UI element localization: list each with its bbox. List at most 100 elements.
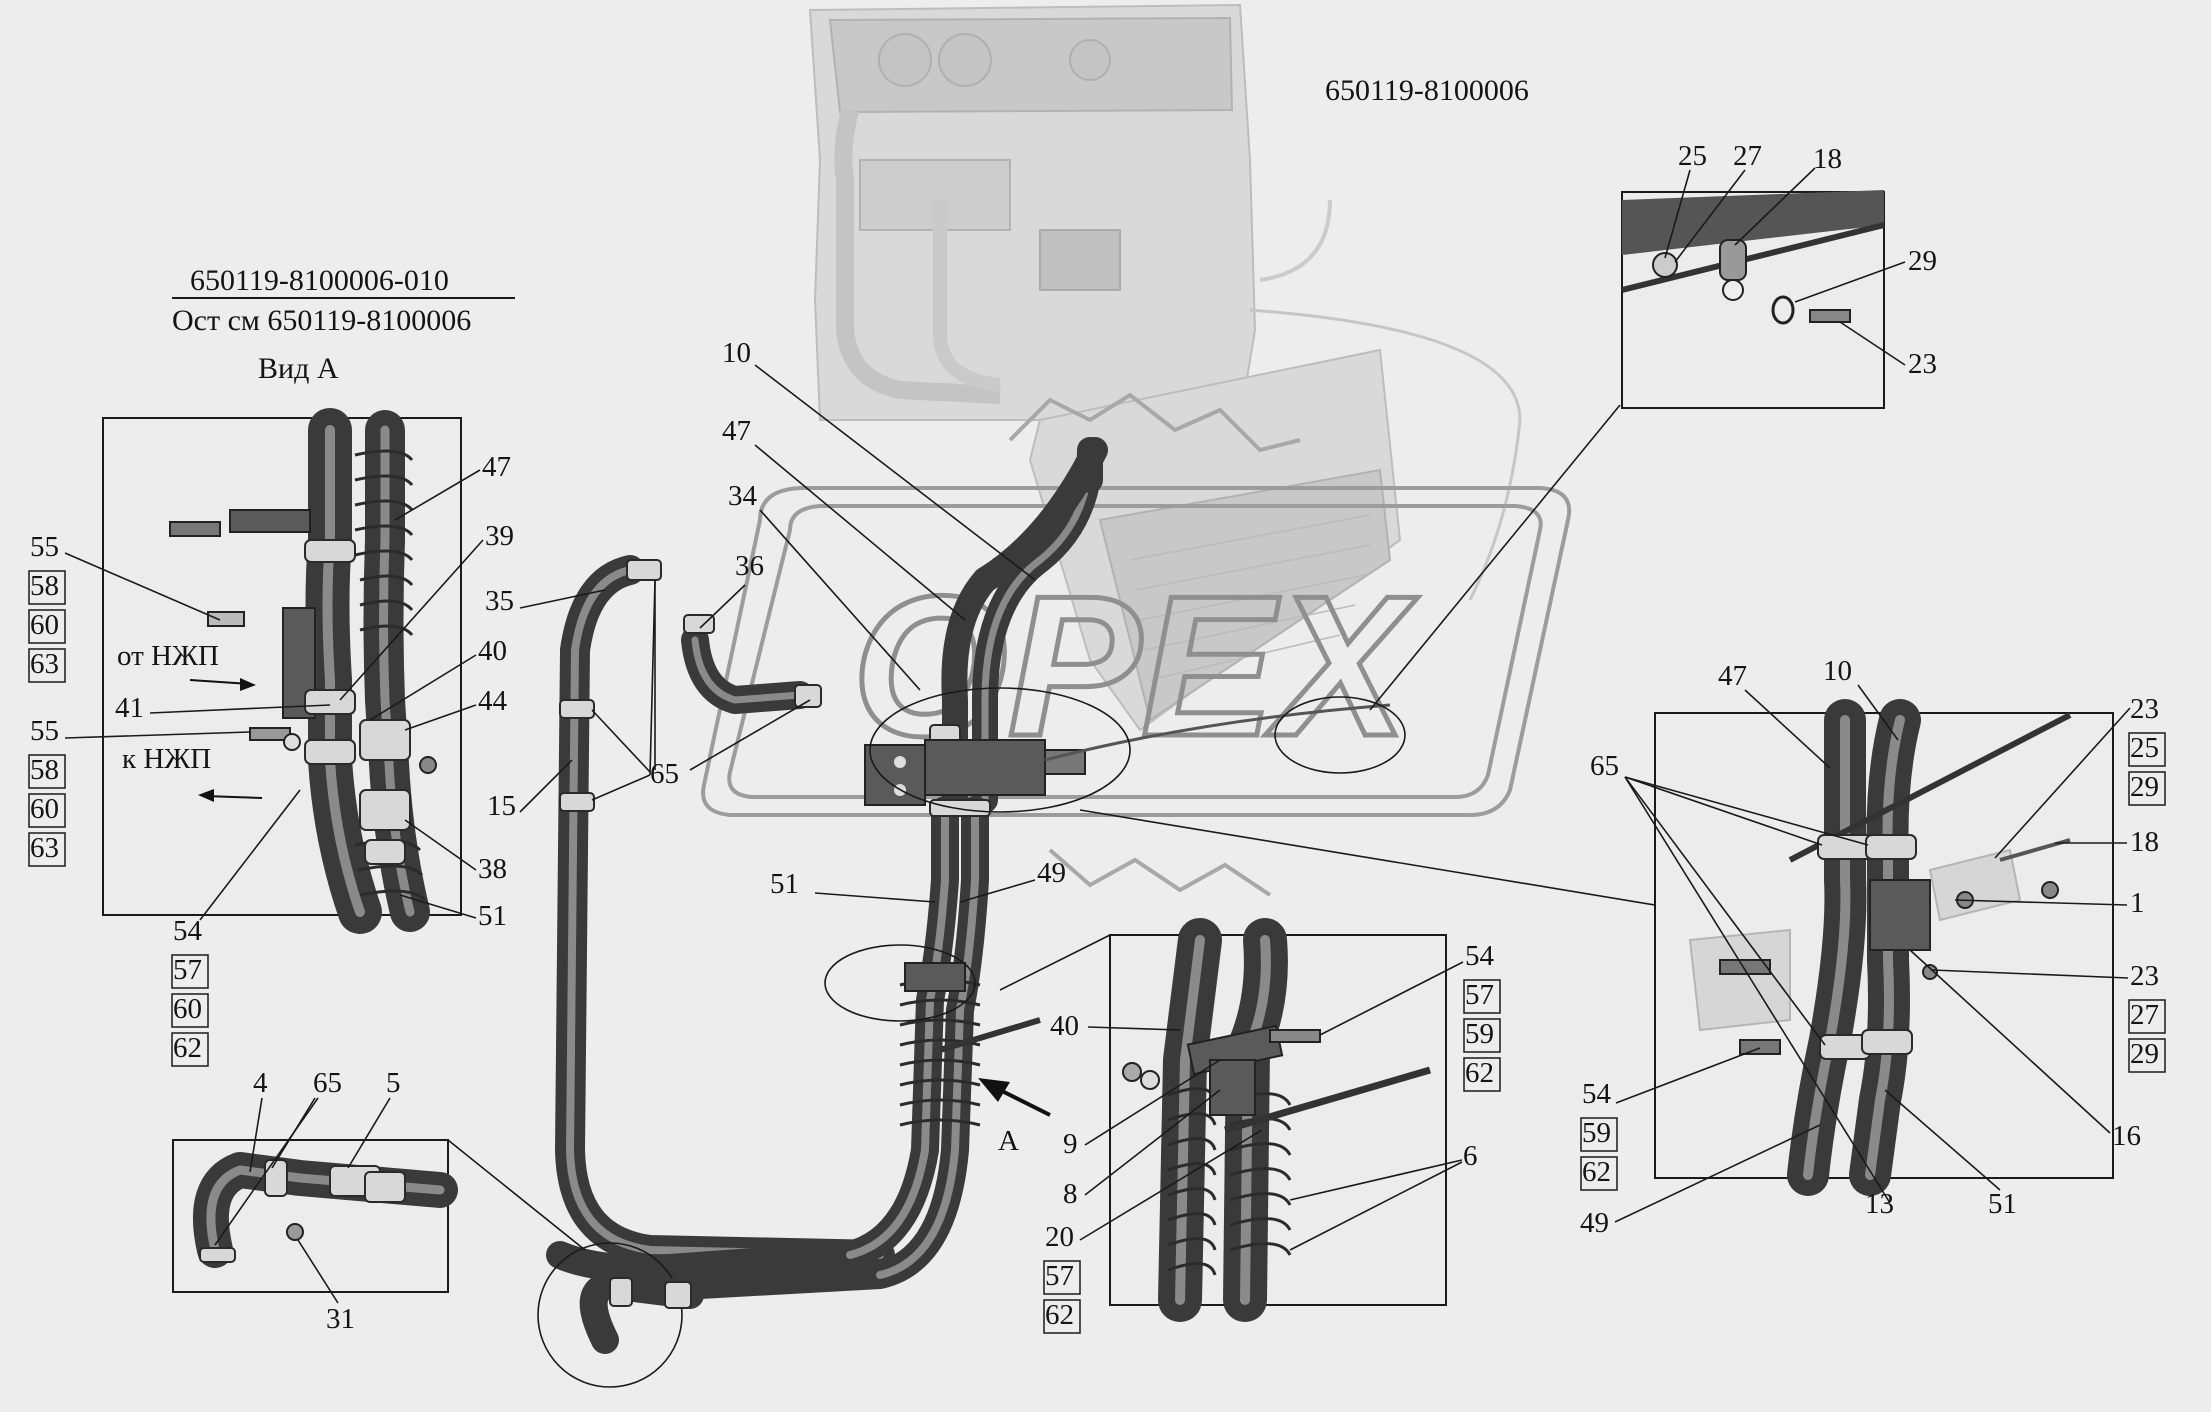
- callout-10: 10: [722, 337, 751, 369]
- svg-text:59: 59: [1582, 1117, 1611, 1149]
- callout-dc-8: 8: [1063, 1178, 1078, 1210]
- callout-49: 49: [1037, 857, 1066, 889]
- callout-dr-49: 49: [1580, 1207, 1609, 1239]
- svg-text:25: 25: [2130, 732, 2159, 764]
- svg-text:27: 27: [2130, 999, 2159, 1031]
- leader-to-detail-clamp: [999, 934, 1111, 991]
- callout-dr-65: 65: [1590, 750, 1619, 782]
- callout-dr-18: 18: [2130, 826, 2159, 858]
- svg-text:60: 60: [30, 793, 59, 825]
- svg-text:62: 62: [1045, 1299, 1074, 1331]
- svg-text:58: 58: [30, 754, 59, 786]
- svg-text:62: 62: [1582, 1156, 1611, 1188]
- view-arrow-letter: А: [998, 1125, 1019, 1157]
- callout-dt-29: 29: [1908, 245, 1937, 277]
- tie-strap: [939, 1017, 1041, 1053]
- svg-text:57: 57: [1045, 1260, 1074, 1292]
- main-hose-assembly: [546, 437, 1391, 1299]
- detail-clamp-panel: 40 9 8 6 54 57 59 62 20 57 62: [1043, 918, 1501, 1334]
- stack-dc-top: 54 57 59 62: [1319, 940, 1501, 1092]
- control-cable: [1044, 703, 1391, 762]
- detail-right-panel: 47 10 65 18 1 16 13 51 49 23 25 29 23 27: [1580, 655, 2166, 1239]
- svg-text:55: 55: [30, 715, 59, 747]
- hose-clamp: [559, 792, 595, 812]
- hose-clamp: [559, 699, 595, 719]
- callout-dr-13: 13: [1865, 1188, 1894, 1220]
- callout-dc-40: 40: [1050, 1010, 1079, 1042]
- callout-dr-16: 16: [2112, 1120, 2141, 1152]
- svg-text:29: 29: [2130, 1038, 2159, 1070]
- view-a-panel: от НЖП к НЖП 47 39 40 44 41 38 51 55 58 …: [28, 408, 514, 1067]
- stack-dr-bottom: 54 59 62: [1580, 1047, 1761, 1191]
- svg-text:20: 20: [1045, 1221, 1074, 1253]
- hose-clamp: [794, 684, 822, 708]
- callout-va-40: 40: [478, 635, 507, 667]
- callout-db-5: 5: [386, 1067, 401, 1099]
- callout-36: 36: [735, 550, 764, 582]
- stack-view-a-bolt-low: 54 57 60 62: [171, 789, 301, 1067]
- callout-47: 47: [722, 415, 751, 447]
- stack-dr-mid: 23 27 29: [1931, 960, 2166, 1073]
- callout-dr-47: 47: [1718, 660, 1747, 692]
- callout-va-38: 38: [478, 853, 507, 885]
- clamp-bracket: [904, 962, 966, 992]
- svg-text:54: 54: [173, 915, 203, 947]
- callout-db-4: 4: [253, 1067, 268, 1099]
- hose-clamp: [626, 559, 662, 581]
- callout-dr-10: 10: [1823, 655, 1852, 687]
- detail-top-panel: 25 27 18 29 23: [1621, 140, 1937, 409]
- leader-to-detail-bottom: [447, 1139, 586, 1251]
- stack-view-a-bolt-top: 55 58 60 63: [28, 531, 221, 683]
- svg-text:63: 63: [30, 832, 59, 864]
- callout-dt-18: 18: [1813, 143, 1842, 175]
- callout-15: 15: [487, 790, 516, 822]
- callout-va-51: 51: [478, 900, 507, 932]
- svg-text:57: 57: [173, 954, 202, 986]
- detail-marker-cable: [1274, 696, 1406, 774]
- callout-db-31: 31: [326, 1303, 355, 1335]
- callout-va-39: 39: [485, 520, 514, 552]
- hose-clamp: [929, 799, 991, 817]
- svg-text:23: 23: [2130, 960, 2159, 992]
- stack-view-a-bolt-mid: 55 58 60 63: [28, 715, 251, 867]
- svg-text:58: 58: [30, 570, 59, 602]
- callout-35: 35: [485, 585, 514, 617]
- hose-clamp: [683, 614, 715, 634]
- callout-va-44: 44: [478, 685, 508, 717]
- assembly-number: 650119-8100006: [1325, 74, 1529, 107]
- stack-dr-top: 23 25 29: [1994, 693, 2166, 859]
- svg-text:60: 60: [173, 993, 202, 1025]
- view-arrow-a: А: [978, 1078, 1051, 1157]
- callout-dr-51: 51: [1988, 1188, 2017, 1220]
- callout-34: 34: [728, 480, 758, 512]
- callout-va-47: 47: [482, 451, 511, 483]
- ghost-heater-unit: [808, 3, 1522, 732]
- main-callouts: 10 47 34 36 35 15 65 51 49: [485, 337, 1066, 903]
- callout-dt-23: 23: [1908, 348, 1937, 380]
- label-to-pump: к НЖП: [122, 743, 211, 775]
- callout-dc-9: 9: [1063, 1128, 1078, 1160]
- callout-dt-27: 27: [1733, 140, 1762, 172]
- svg-text:23: 23: [2130, 693, 2159, 725]
- svg-text:63: 63: [30, 648, 59, 680]
- valve-block: [864, 739, 1086, 806]
- callout-dt-25: 25: [1678, 140, 1707, 172]
- detail-bottom-panel: 4 65 5 31: [172, 1067, 704, 1354]
- callout-dc-6: 6: [1463, 1140, 1478, 1172]
- svg-text:60: 60: [30, 609, 59, 641]
- view-label: Вид А: [258, 352, 339, 385]
- callout-51: 51: [770, 868, 799, 900]
- callout-va-41: 41: [115, 692, 144, 724]
- variant-number: 650119-8100006-010: [190, 264, 449, 297]
- svg-text:62: 62: [173, 1032, 202, 1064]
- leader-to-detail-top: [1369, 404, 1621, 711]
- leader-to-detail-right: [1079, 809, 1656, 906]
- stack-dc-bottom: 20 57 62: [1043, 1129, 1263, 1334]
- svg-text:62: 62: [1465, 1057, 1494, 1089]
- svg-text:57: 57: [1465, 979, 1494, 1011]
- callout-db-65: 65: [313, 1067, 342, 1099]
- detail-marker-hose-end: [537, 1242, 683, 1388]
- detail-marker-valve: [869, 687, 1131, 813]
